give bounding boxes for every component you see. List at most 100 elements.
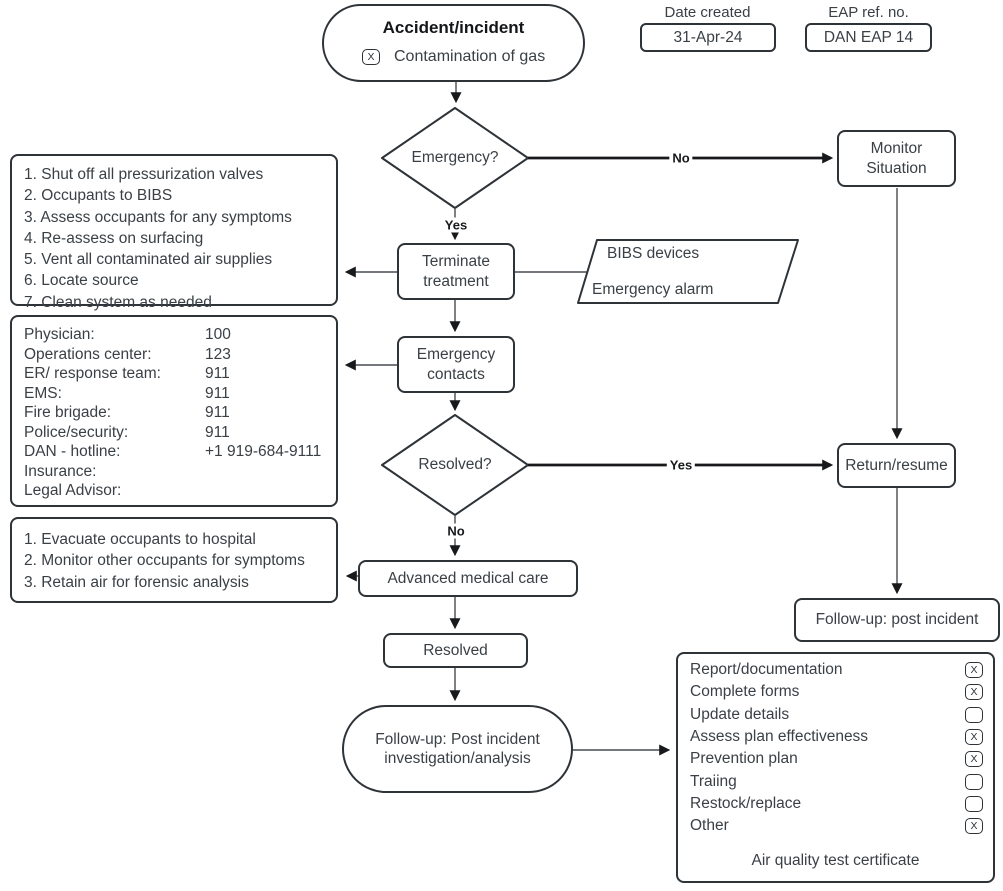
start-node: Accident/incident X Contamination of gas <box>322 4 585 82</box>
date-created-label: Date created <box>664 4 751 21</box>
date-created-value: 31-Apr-24 <box>640 23 776 52</box>
contact-row: Fire brigade: 911 <box>24 403 326 423</box>
monitor-situation-label: Monitor Situation <box>866 140 927 177</box>
checklist-checkbox[interactable]: X <box>965 662 983 679</box>
contact-row: Operations center: 123 <box>24 345 326 365</box>
edge-label-no-monitor: No <box>669 150 693 166</box>
followup-line2: investigation/analysis <box>384 750 531 767</box>
checklist-label: Update details <box>690 705 790 723</box>
contact-value: +1 919-684-9111 <box>205 443 322 461</box>
medical-step: 1. Evacuate occupants to hospital <box>24 531 256 548</box>
contact-label: Legal Advisor: <box>24 482 122 500</box>
advanced-medical-care-label: Advanced medical care <box>387 569 549 587</box>
terminate-treatment-label: Terminate treatment <box>421 253 491 290</box>
checklist-checkbox[interactable]: X <box>965 818 983 835</box>
procedure-step: 2. Occupants to BIBS <box>24 187 173 205</box>
contact-value: 911 <box>205 423 230 441</box>
checklist-checkbox[interactable]: X <box>965 684 983 701</box>
emergency-contacts-label: Emergency contacts <box>416 346 496 383</box>
contamination-checkbox[interactable]: X <box>362 49 380 66</box>
contact-row: Physician: 100 <box>24 325 326 345</box>
contact-row: Police/security: 911 <box>24 423 326 443</box>
procedure-step: 5. Vent all contaminated air supplies <box>24 251 273 269</box>
bibs-devices-label: BIBS devices <box>607 245 700 262</box>
date-created-text: 31-Apr-24 <box>673 28 743 46</box>
procedure-step: 7. Clean system as needed <box>24 293 212 311</box>
contact-label: Fire brigade: <box>24 404 112 422</box>
checklist-checkbox[interactable] <box>965 795 983 812</box>
contact-value: 100 <box>205 326 231 343</box>
checklist-checkbox[interactable] <box>965 773 983 790</box>
contact-row: DAN - hotline: +1 919-684-9111 <box>24 442 326 462</box>
checklist-row: Report/documentation X <box>678 659 993 681</box>
checklist-row: Traiing <box>678 770 993 792</box>
resolved-decision-label: Resolved? <box>418 456 492 473</box>
emergency-contacts-panel: Physician: 100 Operations center: 123 ER/ … <box>10 315 338 507</box>
return-resume-node: Return/resume <box>837 443 956 488</box>
contact-row: ER/ response team: 911 <box>24 364 326 384</box>
contact-value: 911 <box>205 384 230 402</box>
contact-label: EMS: <box>24 384 62 402</box>
procedure-step: 4. Re-assess on surfacing <box>24 229 204 247</box>
checklist-label: Other <box>690 817 729 835</box>
checklist-panel: Report/documentation X Complete forms X … <box>676 652 995 883</box>
checkbox-mark: X <box>970 730 978 743</box>
checklist-checkbox[interactable]: X <box>965 729 983 746</box>
checklist-label: Assess plan effectiveness <box>690 728 869 746</box>
checklist-checkbox[interactable]: X <box>965 751 983 768</box>
eap-ref-text: DAN EAP 14 <box>823 28 914 46</box>
contact-label: Police/security: <box>24 423 129 441</box>
contact-label: Physician: <box>24 326 95 343</box>
checklist-label: Complete forms <box>690 683 800 701</box>
monitor-situation-node: Monitor Situation <box>837 130 956 187</box>
contact-label: ER/ response team: <box>24 365 161 383</box>
contact-label: Operations center: <box>24 345 152 363</box>
checklist-label: Restock/replace <box>690 794 802 812</box>
medical-step: 3. Retain air for forensic analysis <box>24 573 249 591</box>
contact-row: Legal Advisor: <box>24 481 326 501</box>
checklist-checkbox[interactable] <box>965 706 983 723</box>
checklist-label: Prevention plan <box>690 750 798 768</box>
contact-value: 911 <box>205 404 230 422</box>
medical-steps-panel: 1. Evacuate occupants to hospital 2. Mon… <box>10 517 338 603</box>
emergency-alarm-label: Emergency alarm <box>592 281 714 298</box>
followup-line1: Follow-up: Post incident <box>375 730 540 748</box>
resolved-label: Resolved <box>423 641 488 659</box>
emergency-contacts-node: Emergency contacts <box>397 336 515 393</box>
checklist-row: Restock/replace <box>678 793 993 815</box>
checklist-row: Assess plan effectiveness X <box>678 726 993 748</box>
contact-value: 123 <box>205 345 231 363</box>
air-quality-footer: Air quality test certificate <box>751 852 920 869</box>
checklist-row: Complete forms X <box>678 681 993 703</box>
eap-ref-label: EAP ref. no. <box>828 4 909 21</box>
start-title: Accident/incident <box>382 18 525 37</box>
terminate-treatment-node: Terminate treatment <box>397 243 515 300</box>
medical-step: 2. Monitor other occupants for symptoms <box>24 552 305 570</box>
contact-row: Insurance: <box>24 462 326 482</box>
edge-label-yes-return: Yes <box>666 457 696 473</box>
edge-label-no-advanced: No <box>444 523 468 539</box>
contact-row: EMS: 911 <box>24 384 326 404</box>
contact-label: Insurance: <box>24 462 97 480</box>
checkbox-mark: X <box>367 51 375 63</box>
checklist-row: Other X <box>678 815 993 837</box>
checklist-label: Report/documentation <box>690 661 843 679</box>
advanced-medical-care-node: Advanced medical care <box>358 560 578 597</box>
procedure-step: 6. Locate source <box>24 272 139 290</box>
procedure-step: 1. Shut off all pressurization valves <box>24 166 264 183</box>
edge-label-yes-terminate: Yes <box>441 217 471 233</box>
contamination-label: Contamination of gas <box>394 48 546 66</box>
checklist-row: Update details <box>678 704 993 726</box>
checkbox-mark: X <box>970 753 978 766</box>
contact-value: 911 <box>205 365 230 383</box>
followup-post-incident-node: Follow-up: post incident <box>794 598 1000 642</box>
followup-investigation-node: Follow-up: Post incident investigation/a… <box>342 705 573 793</box>
checkbox-mark: X <box>970 686 978 699</box>
contact-label: DAN - hotline: <box>24 443 121 461</box>
procedure-steps-panel: 1. Shut off all pressurization valves 2.… <box>10 154 338 311</box>
checkbox-mark: X <box>970 819 978 832</box>
return-resume-label: Return/resume <box>845 456 948 474</box>
checklist-row: Prevention plan X <box>678 748 993 770</box>
checklist-label: Traiing <box>690 772 737 790</box>
